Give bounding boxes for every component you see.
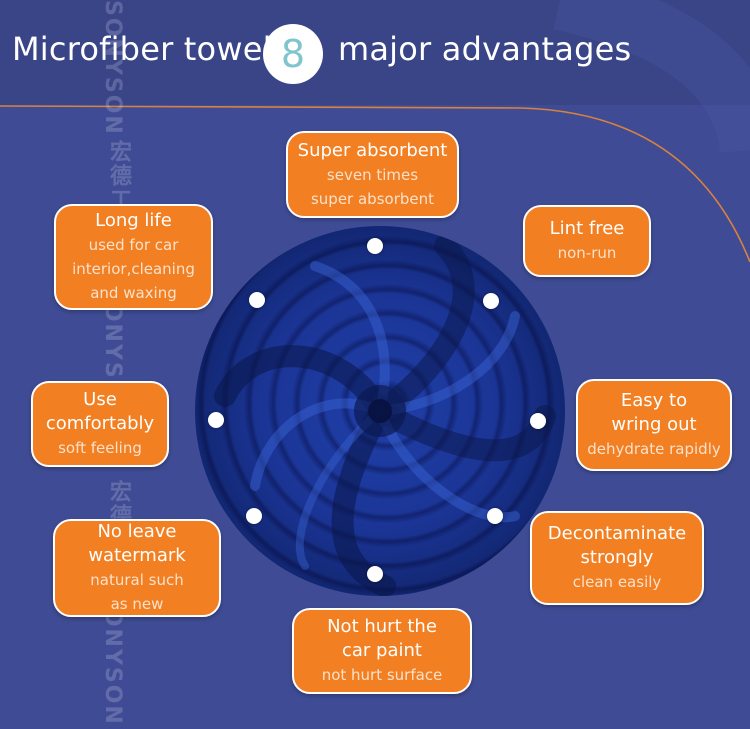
advantage-card-easy-to-wring-out: Easy to wring out dehydrate rapidly — [576, 379, 732, 471]
advantage-title: Use comfortably — [45, 389, 155, 434]
advantage-subtitle: natural such as new — [90, 571, 184, 613]
connector-dot — [487, 508, 503, 524]
connector-dot — [249, 292, 265, 308]
advantage-card-not-hurt-car-paint: Not hurt the car paint not hurt surface — [292, 608, 472, 694]
advantage-title: Long life — [95, 210, 172, 231]
advantage-card-lint-free: Lint free non-run — [523, 205, 651, 277]
advantage-title: Not hurt the car paint — [327, 616, 437, 661]
title-number-badge: 8 — [263, 24, 323, 84]
advantage-subtitle: not hurt surface — [321, 666, 443, 684]
advantage-title: Easy to wring out — [611, 390, 697, 435]
connector-dot — [367, 238, 383, 254]
advantage-subtitle: seven times super absorbent — [310, 165, 435, 208]
advantage-subtitle: used for car interior,cleaning and waxin… — [72, 236, 195, 302]
advantage-card-long-life: Long life used for car interior,cleaning… — [54, 204, 213, 310]
connector-dot — [483, 293, 499, 309]
advantage-subtitle: dehydrate rapidly — [587, 440, 721, 458]
towel-image — [195, 226, 565, 596]
advantage-subtitle: clean easily — [572, 573, 662, 591]
advantage-card-use-comfortably: Use comfortably soft feeling — [31, 381, 169, 467]
advantage-title: Super absorbent — [297, 139, 448, 161]
advantage-title: Decontaminate strongly — [547, 523, 687, 568]
watermark-brand: SONYSON — [100, 0, 125, 136]
advantage-subtitle: soft feeling — [58, 439, 142, 457]
connector-dot — [246, 508, 262, 524]
title-left: Microfiber towel — [12, 30, 272, 68]
advantage-title: Lint free — [549, 218, 625, 239]
connector-dot — [367, 566, 383, 582]
title-right: major advantages — [338, 30, 632, 68]
advantage-title: No leave watermark — [88, 521, 186, 566]
connector-dot — [530, 413, 546, 429]
advantage-card-decontaminate-strongly: Decontaminate strongly clean easily — [530, 511, 704, 605]
advantage-subtitle: non-run — [557, 244, 617, 262]
connector-dot — [208, 412, 224, 428]
header-band — [0, 0, 750, 105]
advantage-card-super-absorbent: Super absorbent seven times super absorb… — [286, 131, 459, 218]
advantage-card-no-leave-watermark: No leave watermark natural such as new — [53, 519, 221, 617]
